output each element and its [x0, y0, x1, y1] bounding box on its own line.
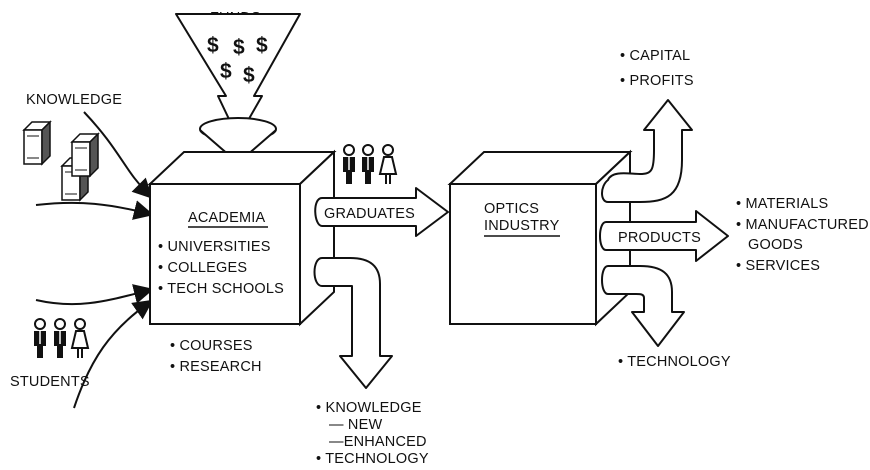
academia-output-arrow — [313, 257, 393, 389]
academia-output: — NEW — [329, 417, 382, 433]
academia-activity: • COURSES — [170, 338, 253, 354]
technology-output-arrow — [601, 265, 685, 347]
book-icon — [23, 121, 51, 165]
products-item: • MATERIALS — [736, 196, 828, 212]
products-item: • MANUFACTURED — [736, 217, 869, 233]
academia-item: • UNIVERSITIES — [158, 239, 271, 255]
academia-box — [147, 149, 337, 327]
products-item: GOODS — [748, 237, 803, 253]
industry-title: INDUSTRY — [484, 218, 560, 234]
funds-arrow — [175, 13, 301, 139]
students-input-label: STUDENTS — [10, 374, 90, 390]
industry-top-output: • CAPITAL — [620, 48, 690, 64]
graduates-arrow — [314, 187, 449, 237]
industry-title: OPTICS — [484, 201, 539, 217]
industry-top-output: • PROFITS — [620, 73, 694, 89]
graduates-label: GRADUATES — [324, 206, 415, 222]
input-arrow — [35, 284, 154, 306]
academia-item: • TECH SCHOOLS — [158, 281, 284, 297]
dollar-sign: $ — [220, 60, 232, 83]
input-arrow — [35, 200, 154, 220]
academia-item: • COLLEGES — [158, 260, 247, 276]
industry-bottom-output: • TECHNOLOGY — [618, 354, 731, 370]
dollar-sign: $ — [233, 36, 245, 59]
products-item: • SERVICES — [736, 258, 820, 274]
academia-title: ACADEMIA — [188, 210, 265, 226]
products-label: PRODUCTS — [618, 230, 701, 246]
students-people-icon — [33, 318, 89, 359]
academia-output: • KNOWLEDGE — [316, 400, 422, 416]
academia-output: —ENHANCED — [329, 434, 427, 450]
graduates-people-icon — [342, 144, 397, 185]
academia-output: • TECHNOLOGY — [316, 451, 429, 467]
dollar-sign: $ — [207, 34, 219, 57]
dollar-sign: $ — [243, 64, 255, 87]
book-icon — [71, 133, 99, 177]
funds-group: FUNDS $ $ $ $ $ — [175, 10, 301, 173]
students-input-arrow — [73, 299, 154, 409]
knowledge-input-label: KNOWLEDGE — [26, 92, 122, 108]
academia-activity: • RESEARCH — [170, 359, 262, 375]
knowledge-input-arrow — [83, 111, 153, 199]
dollar-sign: $ — [256, 34, 268, 57]
products-arrow — [599, 210, 729, 262]
capital-profits-arrow — [601, 99, 693, 203]
